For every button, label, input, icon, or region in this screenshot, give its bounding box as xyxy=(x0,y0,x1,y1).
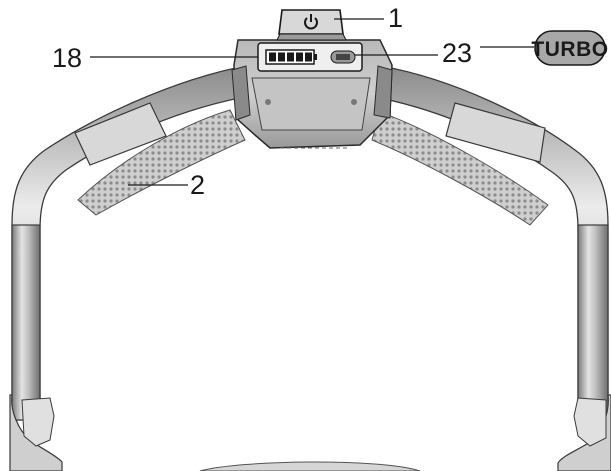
mesh-strap-left xyxy=(77,109,246,216)
turbo-badge: TURBO xyxy=(531,30,608,66)
battery-icon xyxy=(265,49,317,65)
callout-turbo: 23 xyxy=(442,38,472,68)
power-icon xyxy=(304,14,318,30)
turbo-badge-label: TURBO xyxy=(531,38,608,61)
handlebar-left xyxy=(9,64,256,471)
base-hint xyxy=(199,461,421,471)
callout-battery: 18 xyxy=(52,43,82,73)
handlebar-right xyxy=(369,64,611,471)
leader-lines xyxy=(90,18,534,186)
panel-turbo-indicator xyxy=(330,50,356,64)
callout-mesh: 2 xyxy=(190,170,205,200)
callout-power: 1 xyxy=(388,3,403,33)
power-button[interactable] xyxy=(276,9,347,41)
mesh-strap-right xyxy=(371,111,549,226)
